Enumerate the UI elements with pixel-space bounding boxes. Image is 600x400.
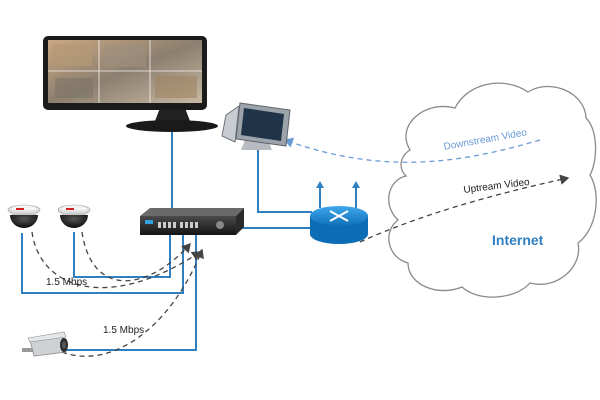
dvr-recorder-icon [140,208,244,235]
bitrate-label-top: 1.5 Mbps [46,277,88,288]
cable-lines [21,128,312,351]
flow-dome-left [31,231,202,289]
cable-viewer-to-router [257,148,312,213]
dome-camera-icon [57,204,91,228]
internet-cloud-icon [388,82,597,298]
cable-bullet-camera [60,234,197,351]
flow-downstream-video [283,137,541,163]
cable-dome-left [21,233,184,294]
bullet-camera-icon [22,331,68,357]
flow-dome-right [81,231,191,282]
lcd-monitor-icon [43,36,218,132]
flow-upstream-video [359,174,570,243]
internet-label: Internet [492,232,544,248]
wireless-router-icon [310,181,368,244]
dashed-flows [31,137,570,357]
bitrate-label-bottom: 1.5 Mbps [103,325,145,336]
flow-bullet-camera [61,248,204,357]
dome-camera-icon [7,204,41,228]
cable-dome-right [73,232,171,278]
remote-viewer-monitor-icon [221,102,291,150]
